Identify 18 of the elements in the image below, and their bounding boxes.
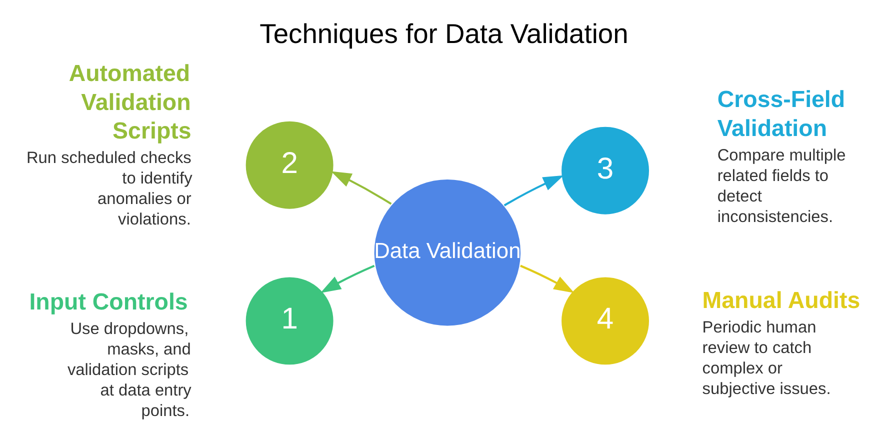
node-circle: Data Validation bbox=[372, 178, 522, 328]
arrow bbox=[520, 264, 574, 293]
node-label: Input Controls bbox=[29, 288, 188, 314]
arrow bbox=[504, 175, 564, 206]
node-label: Manual Audits bbox=[702, 287, 860, 314]
diagram-title: Techniques for Data Validation bbox=[260, 18, 628, 49]
node-circle: 1 bbox=[244, 276, 335, 366]
node-circle: 3 bbox=[560, 125, 650, 216]
node-label: Automated Validation Scripts bbox=[68, 60, 192, 144]
node-label: Cross-Field Validation bbox=[717, 86, 846, 141]
node-circle: 4 bbox=[560, 276, 650, 366]
node-label: Use dropdowns, masks, and validation scripts at data entry points. bbox=[67, 320, 192, 420]
node-label: Periodic human review to catch complex or subjective issues. bbox=[702, 318, 831, 398]
node-circle: 2 bbox=[244, 120, 335, 210]
node-label: Run scheduled checks to identify anomalies or violations. bbox=[26, 149, 192, 229]
arrow bbox=[330, 171, 392, 205]
arrow bbox=[320, 264, 375, 293]
node-label: Compare multiple related fields to detect inconsistencies. bbox=[717, 146, 846, 226]
